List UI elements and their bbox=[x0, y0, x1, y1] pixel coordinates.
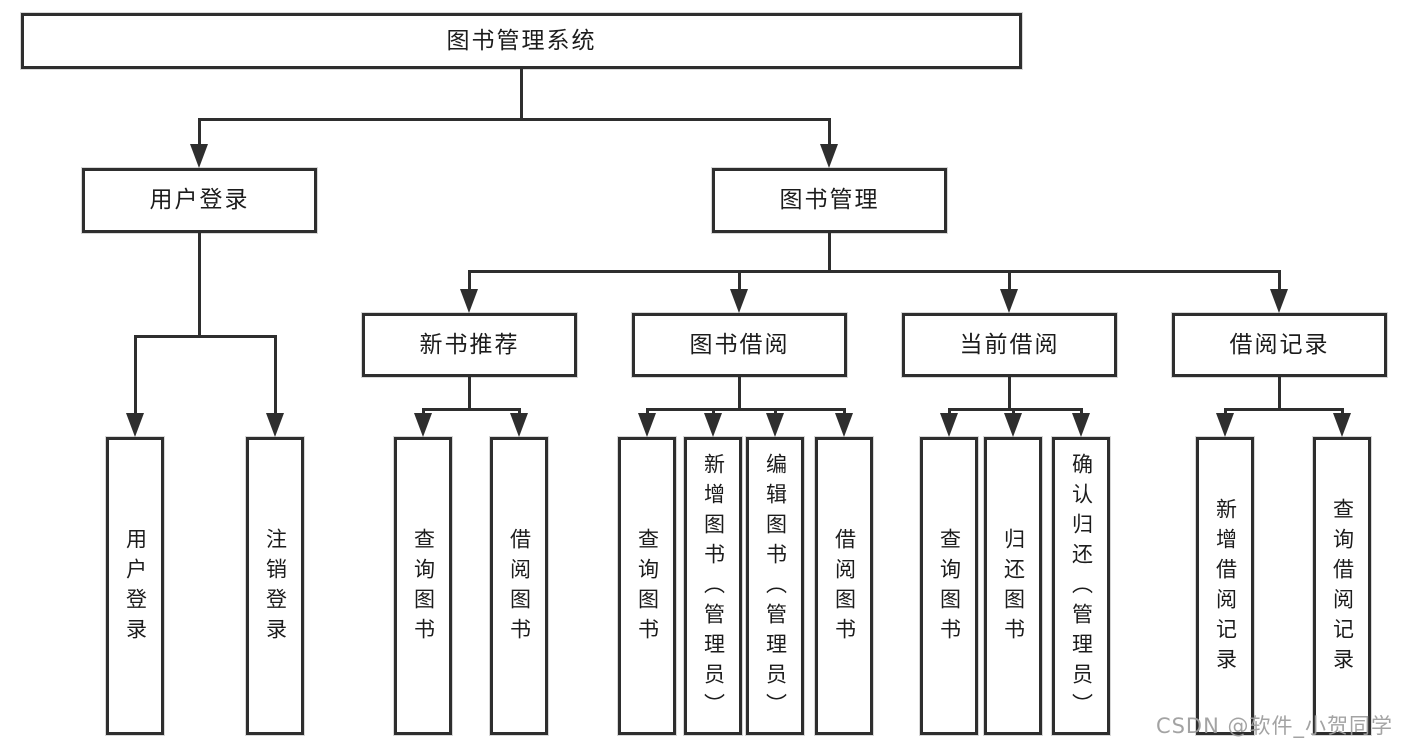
leaf-borrow-book-2: 借阅图书 bbox=[815, 437, 873, 735]
connector-line bbox=[1224, 408, 1227, 415]
node-current-borrow: 当前借阅 bbox=[902, 313, 1117, 377]
connector-line bbox=[1278, 270, 1281, 291]
leaf-borrow-book-1: 借阅图书 bbox=[490, 437, 548, 735]
arrow-down-icon bbox=[1000, 289, 1018, 313]
arrow-down-icon bbox=[1333, 413, 1351, 437]
leaf-query-book-3: 查询图书 bbox=[920, 437, 978, 735]
node-user-login: 用户登录 bbox=[82, 168, 317, 233]
connector-line bbox=[1012, 408, 1015, 415]
connector-line bbox=[948, 408, 951, 415]
leaf-query-book-1: 查询图书 bbox=[394, 437, 452, 735]
connector-line bbox=[1008, 377, 1011, 408]
leaf-query-book-2: 查询图书 bbox=[618, 437, 676, 735]
node-book-borrow: 图书借阅 bbox=[632, 313, 847, 377]
connector-line bbox=[134, 335, 277, 338]
node-library-system: 图书管理系统 bbox=[21, 13, 1022, 69]
arrow-down-icon bbox=[1072, 413, 1090, 437]
connector-line bbox=[518, 408, 521, 415]
leaf-add-borrow-record: 新增借阅记录 bbox=[1196, 437, 1254, 735]
arrow-down-icon bbox=[126, 413, 144, 437]
node-borrow-record: 借阅记录 bbox=[1172, 313, 1387, 377]
connector-line bbox=[1008, 270, 1011, 291]
node-book-management: 图书管理 bbox=[712, 168, 947, 233]
leaf-logout: 注销登录 bbox=[246, 437, 304, 735]
connector-line bbox=[468, 270, 1281, 273]
arrow-down-icon bbox=[638, 413, 656, 437]
arrow-down-icon bbox=[940, 413, 958, 437]
connector-line bbox=[198, 233, 201, 335]
arrow-down-icon bbox=[1004, 413, 1022, 437]
connector-line bbox=[468, 270, 471, 291]
connector-line bbox=[738, 270, 741, 291]
connector-line bbox=[738, 377, 741, 408]
arrow-down-icon bbox=[835, 413, 853, 437]
arrow-down-icon bbox=[460, 289, 478, 313]
connector-line bbox=[1224, 408, 1343, 411]
leaf-add-book-admin: 新增图书（管理员） bbox=[684, 437, 742, 735]
connector-line bbox=[198, 118, 831, 121]
connector-line bbox=[198, 118, 201, 146]
node-new-book-recommend: 新书推荐 bbox=[362, 313, 577, 377]
arrow-down-icon bbox=[766, 413, 784, 437]
arrow-down-icon bbox=[1216, 413, 1234, 437]
connector-line bbox=[1341, 408, 1344, 415]
connector-line bbox=[774, 408, 777, 415]
connector-line bbox=[1278, 377, 1281, 408]
leaf-user-login: 用户登录 bbox=[106, 437, 164, 735]
arrow-down-icon bbox=[190, 144, 208, 168]
connector-line bbox=[948, 408, 1082, 411]
connector-line bbox=[134, 335, 137, 415]
connector-line bbox=[468, 377, 471, 408]
connector-line bbox=[646, 408, 845, 411]
connector-line bbox=[520, 69, 523, 118]
connector-line bbox=[843, 408, 846, 415]
arrow-down-icon bbox=[510, 413, 528, 437]
connector-line bbox=[422, 408, 425, 415]
leaf-query-borrow-record: 查询借阅记录 bbox=[1313, 437, 1371, 735]
connector-line bbox=[1080, 408, 1083, 415]
connector-line bbox=[828, 233, 831, 270]
connector-line bbox=[828, 118, 831, 146]
connector-line bbox=[274, 335, 277, 415]
arrow-down-icon bbox=[730, 289, 748, 313]
arrow-down-icon bbox=[820, 144, 838, 168]
arrow-down-icon bbox=[414, 413, 432, 437]
connector-line bbox=[422, 408, 520, 411]
arrow-down-icon bbox=[266, 413, 284, 437]
leaf-return-book: 归还图书 bbox=[984, 437, 1042, 735]
arrow-down-icon bbox=[704, 413, 722, 437]
leaf-edit-book-admin: 编辑图书（管理员） bbox=[746, 437, 804, 735]
leaf-confirm-return-admin: 确认归还（管理员） bbox=[1052, 437, 1110, 735]
connector-line bbox=[712, 408, 715, 415]
connector-line bbox=[646, 408, 649, 415]
arrow-down-icon bbox=[1270, 289, 1288, 313]
